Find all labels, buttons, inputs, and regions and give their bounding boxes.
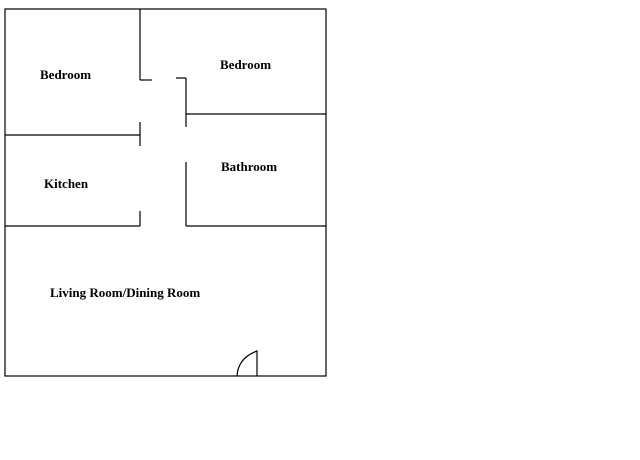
room-label-bedroom-left: Bedroom bbox=[40, 67, 91, 82]
room-label-living-dining: Living Room/Dining Room bbox=[50, 285, 200, 300]
room-label-kitchen: Kitchen bbox=[44, 176, 89, 191]
room-label-bathroom: Bathroom bbox=[221, 159, 277, 174]
entry-door-icon bbox=[236, 350, 258, 377]
outer-wall bbox=[4, 8, 327, 377]
room-label-bedroom-right: Bedroom bbox=[220, 57, 271, 72]
